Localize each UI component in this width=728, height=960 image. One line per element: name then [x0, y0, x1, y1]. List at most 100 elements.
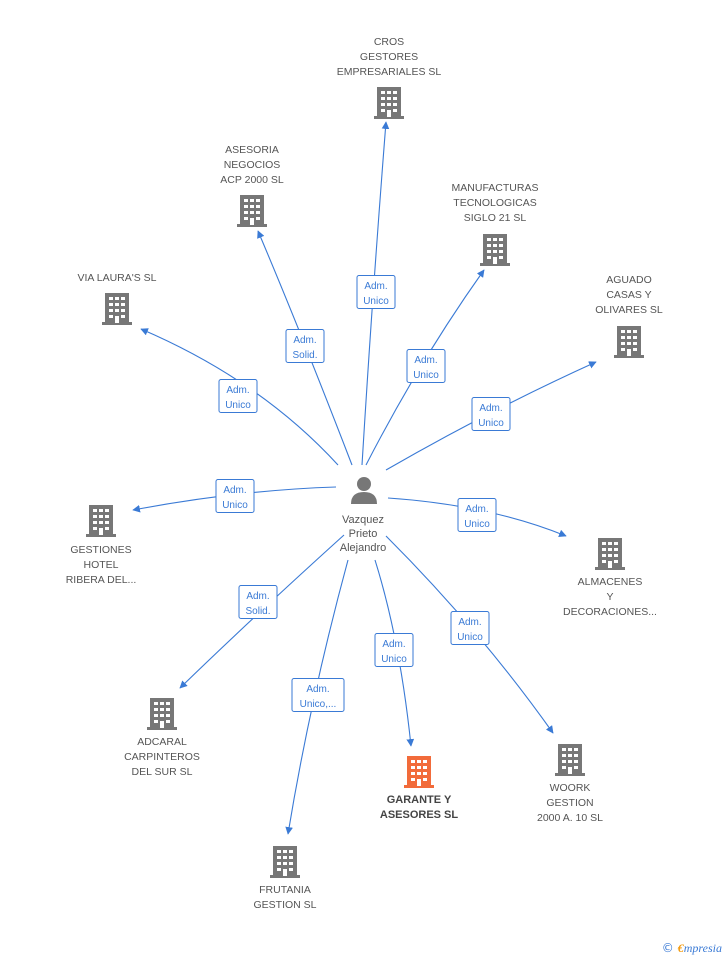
company-label-line: NEGOCIOS — [224, 159, 281, 171]
brand-name: mpresia — [683, 941, 722, 955]
role-box-gestiones-hotel[interactable]: Adm. Unico — [215, 479, 255, 513]
role-box-manufacturas[interactable]: Adm. Unico — [406, 349, 446, 383]
company-node-almacenes[interactable]: ALMACENES Y DECORACIONES... — [563, 538, 657, 618]
building-icon — [102, 293, 132, 325]
role-box-cros[interactable]: Adm. Unico — [356, 275, 396, 309]
person-label-line: Vazquez — [342, 514, 384, 526]
copyright-symbol: © — [661, 941, 674, 955]
role-text: Adm. — [364, 281, 387, 292]
role-text: Unico — [363, 296, 389, 307]
role-box-asesoria[interactable]: Adm. Solid. — [285, 329, 325, 363]
company-node-aguado[interactable]: AGUADO CASAS Y OLIVARES SL — [595, 274, 663, 358]
company-label-line: DECORACIONES... — [563, 606, 657, 618]
company-node-via-lauras[interactable]: VIA LAURA'S SL — [77, 272, 157, 325]
company-label-line: OLIVARES SL — [595, 304, 663, 316]
role-box-frame — [374, 633, 414, 667]
company-label-line: GARANTE Y — [387, 794, 452, 806]
company-label-line: DEL SUR SL — [132, 766, 193, 778]
company-label-line: 2000 A. 10 SL — [537, 812, 603, 824]
company-label-line: ASESORES SL — [380, 809, 459, 821]
role-box-frame — [406, 349, 446, 383]
role-box-frame — [218, 379, 258, 413]
company-node-woork[interactable]: WOORK GESTION 2000 A. 10 SL — [537, 744, 603, 824]
company-label-line: FRUTANIA — [259, 884, 311, 896]
role-text: Adm. — [246, 591, 269, 602]
empresia-brand[interactable]: ©€mpresia — [662, 941, 722, 956]
building-icon — [480, 234, 510, 266]
company-label-line: GESTION SL — [253, 899, 316, 911]
role-text: Adm. — [293, 335, 316, 346]
role-box-frutania[interactable]: Adm. Unico,... — [291, 678, 345, 712]
company-label-line: WOORK — [550, 782, 591, 794]
role-text: Adm. — [382, 639, 405, 650]
role-text: Adm. — [306, 684, 329, 695]
role-box-frame — [285, 329, 325, 363]
role-text: Adm. — [226, 385, 249, 396]
building-icon — [237, 195, 267, 227]
role-box-frame — [457, 498, 497, 532]
role-box-almacenes[interactable]: Adm.Unico — [457, 498, 497, 532]
company-label-line: ALMACENES — [578, 576, 643, 588]
company-node-garante[interactable]: GARANTE Y ASESORES SL — [380, 756, 459, 821]
building-icon — [86, 505, 116, 537]
building-icon — [404, 756, 434, 788]
role-box-frame — [291, 678, 345, 712]
role-box-woork[interactable]: Adm.Unico — [450, 611, 490, 645]
role-text: Unico — [457, 632, 483, 643]
role-text: Unico — [225, 400, 251, 411]
company-label-line: CROS — [374, 36, 404, 48]
company-label-line: CARPINTEROS — [124, 751, 200, 763]
role-box-frame — [215, 479, 255, 513]
role-text: Unico — [381, 654, 407, 665]
role-box-aguado[interactable]: Adm.Unico — [471, 397, 511, 431]
building-icon — [374, 87, 404, 119]
company-label-line: SIGLO 21 SL — [464, 212, 527, 224]
company-label-line: ADCARAL — [137, 736, 187, 748]
company-label-line: RIBERA DEL... — [66, 574, 137, 586]
company-label-line: MANUFACTURAS — [452, 182, 539, 194]
company-label-line: TECNOLOGICAS — [453, 197, 536, 209]
role-text: Unico — [222, 500, 248, 511]
company-node-frutania[interactable]: FRUTANIA GESTION SL — [253, 846, 317, 911]
building-icon — [614, 326, 644, 358]
brand-logo-e: € — [677, 941, 684, 955]
role-text: Unico — [413, 370, 439, 381]
role-box-frame — [356, 275, 396, 309]
role-box-adcaral[interactable]: Adm. Solid. — [238, 585, 278, 619]
company-label-line: AGUADO — [606, 274, 652, 286]
company-label-line: GESTION — [546, 797, 593, 809]
person-icon — [351, 477, 377, 504]
company-label-line: Y — [606, 591, 613, 603]
role-box-via-lauras[interactable]: Adm. Unico — [218, 379, 258, 413]
company-label-line: VIA LAURA'S SL — [77, 272, 156, 284]
company-node-manufacturas[interactable]: MANUFACTURAS TECNOLOGICAS SIGLO 21 SL — [452, 182, 539, 266]
company-node-cros[interactable]: CROS GESTORES EMPRESARIALES SL — [337, 36, 442, 119]
role-text: Unico,... — [300, 699, 337, 710]
role-text: Unico — [464, 519, 490, 530]
role-text: Solid. — [292, 350, 317, 361]
role-box-frame — [471, 397, 511, 431]
company-label-line: HOTEL — [83, 559, 118, 571]
company-label-line: EMPRESARIALES SL — [337, 66, 442, 78]
building-icon — [595, 538, 625, 570]
person-label-line: Alejandro — [340, 542, 386, 554]
company-label-line: GESTORES — [360, 51, 418, 63]
company-node-adcaral[interactable]: ADCARAL CARPINTEROS DEL SUR SL — [124, 698, 200, 778]
building-icon — [270, 846, 300, 878]
building-icon — [555, 744, 585, 776]
role-text: Solid. — [245, 606, 270, 617]
company-label-line: ACP 2000 SL — [220, 174, 284, 186]
role-text: Adm. — [223, 485, 246, 496]
role-text: Adm. — [414, 355, 437, 366]
role-text: Adm. — [479, 403, 502, 414]
role-box-frame — [238, 585, 278, 619]
role-box-garante[interactable]: Adm. Unico — [374, 633, 414, 667]
company-label-line: CASAS Y — [606, 289, 651, 301]
person-label-line: Prieto — [349, 528, 378, 540]
